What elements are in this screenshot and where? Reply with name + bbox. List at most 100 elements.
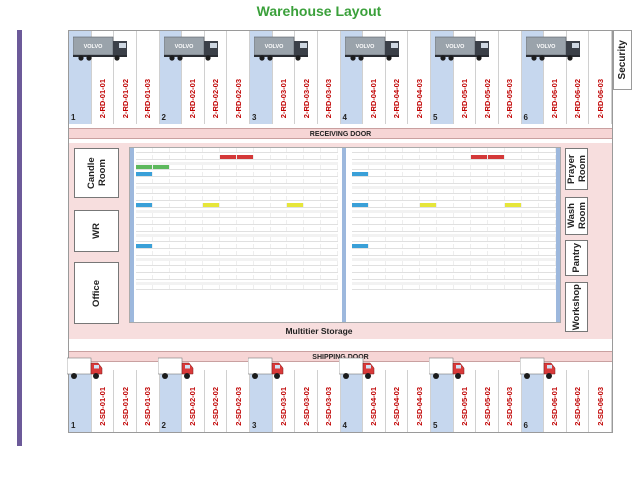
rack-cell[interactable]	[321, 244, 338, 248]
rack-cell[interactable]	[254, 244, 271, 248]
rack-cell[interactable]	[420, 148, 437, 152]
rack-cell[interactable]	[220, 268, 237, 272]
rack-cell[interactable]	[271, 244, 288, 248]
rack-cell[interactable]	[539, 275, 556, 279]
rack-cell[interactable]	[454, 179, 471, 183]
rack-cell[interactable]	[237, 189, 254, 193]
shipping-slot[interactable]: 2-SD-01-03	[137, 370, 160, 432]
rack-cell[interactable]	[254, 155, 271, 159]
rack-cell[interactable]	[287, 172, 305, 176]
receiving-slot[interactable]: 2-RD-02-03	[227, 31, 250, 124]
shipping-slot[interactable]: 2-SD-05-01	[454, 370, 477, 432]
rack-cell[interactable]	[136, 213, 153, 217]
rack-cell[interactable]	[254, 179, 271, 183]
rack-cell[interactable]	[454, 261, 471, 265]
rack-cell[interactable]	[186, 203, 204, 207]
shipping-slot[interactable]: 2-SD-06-01	[544, 370, 567, 432]
rack-cell[interactable]	[488, 285, 505, 289]
rack-cell[interactable]	[403, 189, 420, 193]
rack-cell[interactable]	[203, 189, 221, 193]
rack-cell[interactable]	[254, 268, 271, 272]
rack-cell[interactable]	[203, 148, 221, 152]
receiving-slot[interactable]: 2-RD-03-03	[318, 31, 341, 124]
rack-cell[interactable]	[352, 196, 369, 200]
rack-cell[interactable]	[321, 189, 338, 193]
rack-cell[interactable]	[539, 261, 556, 265]
rack-cell[interactable]	[237, 172, 254, 176]
rack-cell[interactable]	[237, 268, 254, 272]
rack-cell[interactable]	[203, 165, 221, 169]
rack-cell[interactable]	[304, 196, 322, 200]
rack-cell[interactable]	[203, 285, 221, 289]
shipping-slot[interactable]: 2-SD-02-01	[182, 370, 205, 432]
rack-cell[interactable]	[488, 261, 505, 265]
rack-cell[interactable]	[437, 189, 454, 193]
rack-cell[interactable]	[471, 189, 488, 193]
rack-cell[interactable]	[220, 196, 237, 200]
rack-cell[interactable]	[186, 196, 204, 200]
rack-cell[interactable]	[386, 155, 403, 159]
rack-cell[interactable]	[437, 165, 454, 169]
rack-cell[interactable]	[522, 172, 539, 176]
rack-cell[interactable]	[403, 155, 420, 159]
rack-cell[interactable]	[420, 251, 437, 255]
rack-cell[interactable]	[136, 148, 153, 152]
rack-cell[interactable]	[437, 213, 454, 217]
receiving-slot[interactable]: 2-RD-04-01	[363, 31, 386, 124]
rack-cell[interactable]	[170, 172, 187, 176]
receiving-slot[interactable]: 2-RD-01-03	[137, 31, 160, 124]
rack-cell[interactable]	[403, 237, 420, 241]
rack-cell[interactable]	[437, 285, 454, 289]
rack-cell[interactable]	[454, 275, 471, 279]
rack-cell[interactable]	[136, 237, 153, 241]
rack-cell[interactable]	[220, 172, 237, 176]
rack-cell[interactable]	[136, 268, 153, 272]
rack-cell[interactable]	[488, 220, 505, 224]
rack-cell[interactable]	[420, 285, 437, 289]
rack-cell[interactable]	[539, 213, 556, 217]
rack-cell[interactable]	[403, 268, 420, 272]
rack-cell[interactable]	[271, 148, 288, 152]
shipping-door-4[interactable]: 4	[340, 370, 364, 432]
rack-cell[interactable]	[220, 251, 237, 255]
rack-cell[interactable]	[454, 196, 471, 200]
rack-cell[interactable]	[522, 179, 539, 183]
rack-cell[interactable]	[321, 275, 338, 279]
rack-cell[interactable]	[505, 189, 522, 193]
rack-cell[interactable]	[136, 155, 153, 159]
rack-cell[interactable]	[369, 275, 386, 279]
rack-cell[interactable]	[287, 227, 305, 231]
rack-cell[interactable]	[437, 227, 454, 231]
rack-cell[interactable]	[369, 155, 386, 159]
rack-cell[interactable]	[271, 237, 288, 241]
receiving-slot[interactable]: 2-RD-01-01	[92, 31, 115, 124]
rack-cell[interactable]	[471, 237, 488, 241]
rack-cell[interactable]	[152, 165, 170, 169]
rack-cell[interactable]	[237, 220, 254, 224]
shipping-slot[interactable]: 2-SD-06-02	[567, 370, 590, 432]
rack-cell[interactable]	[254, 203, 271, 207]
rack-cell[interactable]	[539, 268, 556, 272]
rack-cell[interactable]	[220, 179, 237, 183]
rack-cell[interactable]	[170, 189, 187, 193]
rack-cell[interactable]	[437, 203, 454, 207]
rack-cell[interactable]	[386, 189, 403, 193]
shipping-slot[interactable]: 2-SD-03-03	[318, 370, 341, 432]
rack-cell[interactable]	[203, 237, 221, 241]
rack-cell[interactable]	[237, 213, 254, 217]
rack-cell[interactable]	[403, 227, 420, 231]
rack-cell[interactable]	[136, 244, 153, 248]
rack-cell[interactable]	[505, 203, 522, 207]
rack-cell[interactable]	[522, 261, 539, 265]
rack-cell[interactable]	[304, 220, 322, 224]
rack-cell[interactable]	[186, 227, 204, 231]
rack-cell[interactable]	[505, 244, 522, 248]
rack-cell[interactable]	[420, 196, 437, 200]
rack-cell[interactable]	[522, 203, 539, 207]
shipping-slot[interactable]: 2-SD-03-02	[295, 370, 318, 432]
rack-cell[interactable]	[403, 275, 420, 279]
rack-cell[interactable]	[437, 220, 454, 224]
rack-cell[interactable]	[505, 155, 522, 159]
rack-cell[interactable]	[352, 285, 369, 289]
receiving-slot[interactable]: 2-RD-05-03	[499, 31, 522, 124]
